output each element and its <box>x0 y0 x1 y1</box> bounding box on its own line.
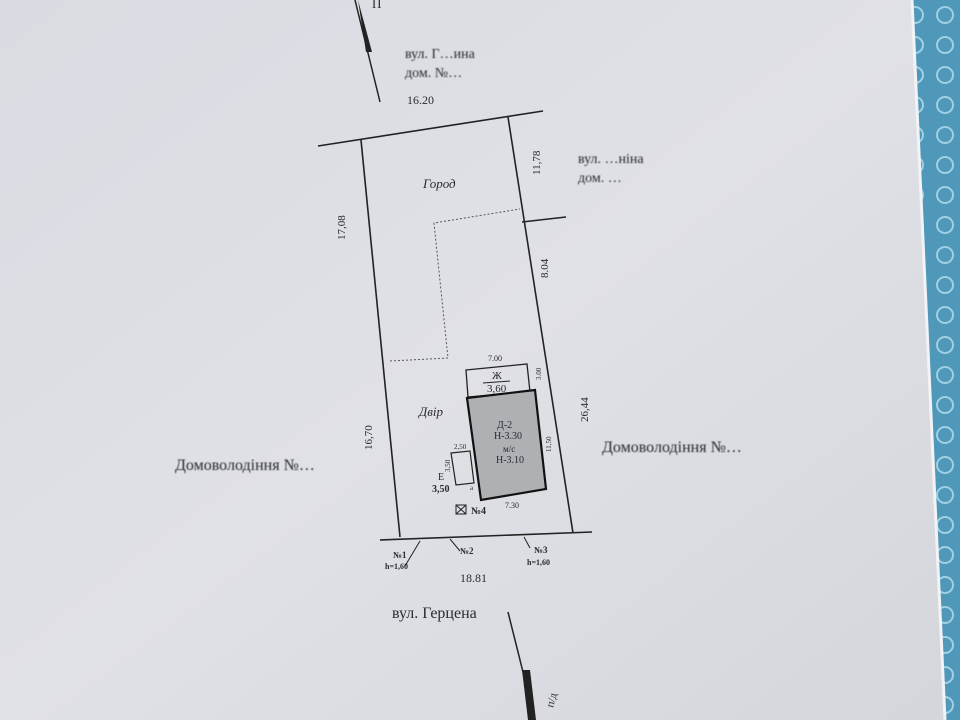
svg-text:Ж: Ж <box>492 370 502 382</box>
svg-text:Н-3.30: Н-3.30 <box>494 431 522 442</box>
svg-text:№1: №1 <box>393 550 407 560</box>
svg-text:3,50: 3,50 <box>432 484 450 495</box>
svg-text:а: а <box>470 484 474 492</box>
marker-4: №4 <box>455 504 486 517</box>
right-street-line1: вул. …ніна <box>578 152 644 167</box>
svg-text:Д-2: Д-2 <box>497 420 512 431</box>
marker-1: №1 h=1,60 <box>385 540 421 571</box>
svg-text:м/с: м/с <box>503 444 515 454</box>
svg-text:h=1,60: h=1,60 <box>527 558 550 567</box>
dim-left-upper: 17,08 <box>336 215 348 240</box>
south-arrow-label: п/д <box>544 691 559 709</box>
top-street-line1: вул. Г…ина <box>405 47 476 62</box>
svg-text:3,60: 3,60 <box>487 383 507 395</box>
dim-top: 16.20 <box>407 93 434 107</box>
dim-ext-side: 3,50 <box>444 459 452 472</box>
zone-garden: Город <box>422 176 456 191</box>
dim-right-mid: 8.04 <box>539 258 551 278</box>
dim-house-top: 7.00 <box>488 354 502 363</box>
dim-ext-width: 2,50 <box>454 443 467 451</box>
right-neighbor-label: Домоволодіння №… <box>602 439 742 456</box>
top-street-line2: дом. №… <box>405 66 462 81</box>
garden-dotted-border <box>389 208 521 362</box>
svg-text:Е: Е <box>438 472 444 483</box>
svg-text:№2: №2 <box>460 546 474 556</box>
svg-text:№4: №4 <box>471 506 486 517</box>
dim-left-lower: 16,70 <box>363 425 375 450</box>
building-extension: Е 3,50 а <box>432 450 475 495</box>
svg-text:h=1,60: h=1,60 <box>385 562 408 571</box>
north-arrow-icon <box>354 0 381 103</box>
dim-porch-side: 3.00 <box>535 367 543 380</box>
south-arrow-icon <box>507 611 536 720</box>
svg-text:Н-3.10: Н-3.10 <box>496 455 524 466</box>
dim-right-upper: 11,78 <box>531 150 543 175</box>
dim-house-side: 11,50 <box>545 436 553 452</box>
dim-right-lower: 26,44 <box>579 397 591 422</box>
right-street-line2: дом. … <box>578 171 622 186</box>
north-arrow-label: П <box>372 0 381 11</box>
dim-bottom: 18.81 <box>460 571 487 585</box>
bottom-street-label: вул. Герцена <box>392 605 477 622</box>
building-main-house: Д-2 Н-3.30 м/с Н-3.10 <box>465 388 548 502</box>
left-neighbor-label: Домоволодіння №… <box>175 457 315 474</box>
svg-text:№3: №3 <box>534 545 548 555</box>
zone-yard: Двір <box>417 404 444 419</box>
marker-3: №3 h=1,60 <box>523 536 550 567</box>
marker-2: №2 <box>449 538 474 556</box>
dim-house-bottom: 7.30 <box>505 501 519 510</box>
plot-boundary <box>317 110 593 541</box>
